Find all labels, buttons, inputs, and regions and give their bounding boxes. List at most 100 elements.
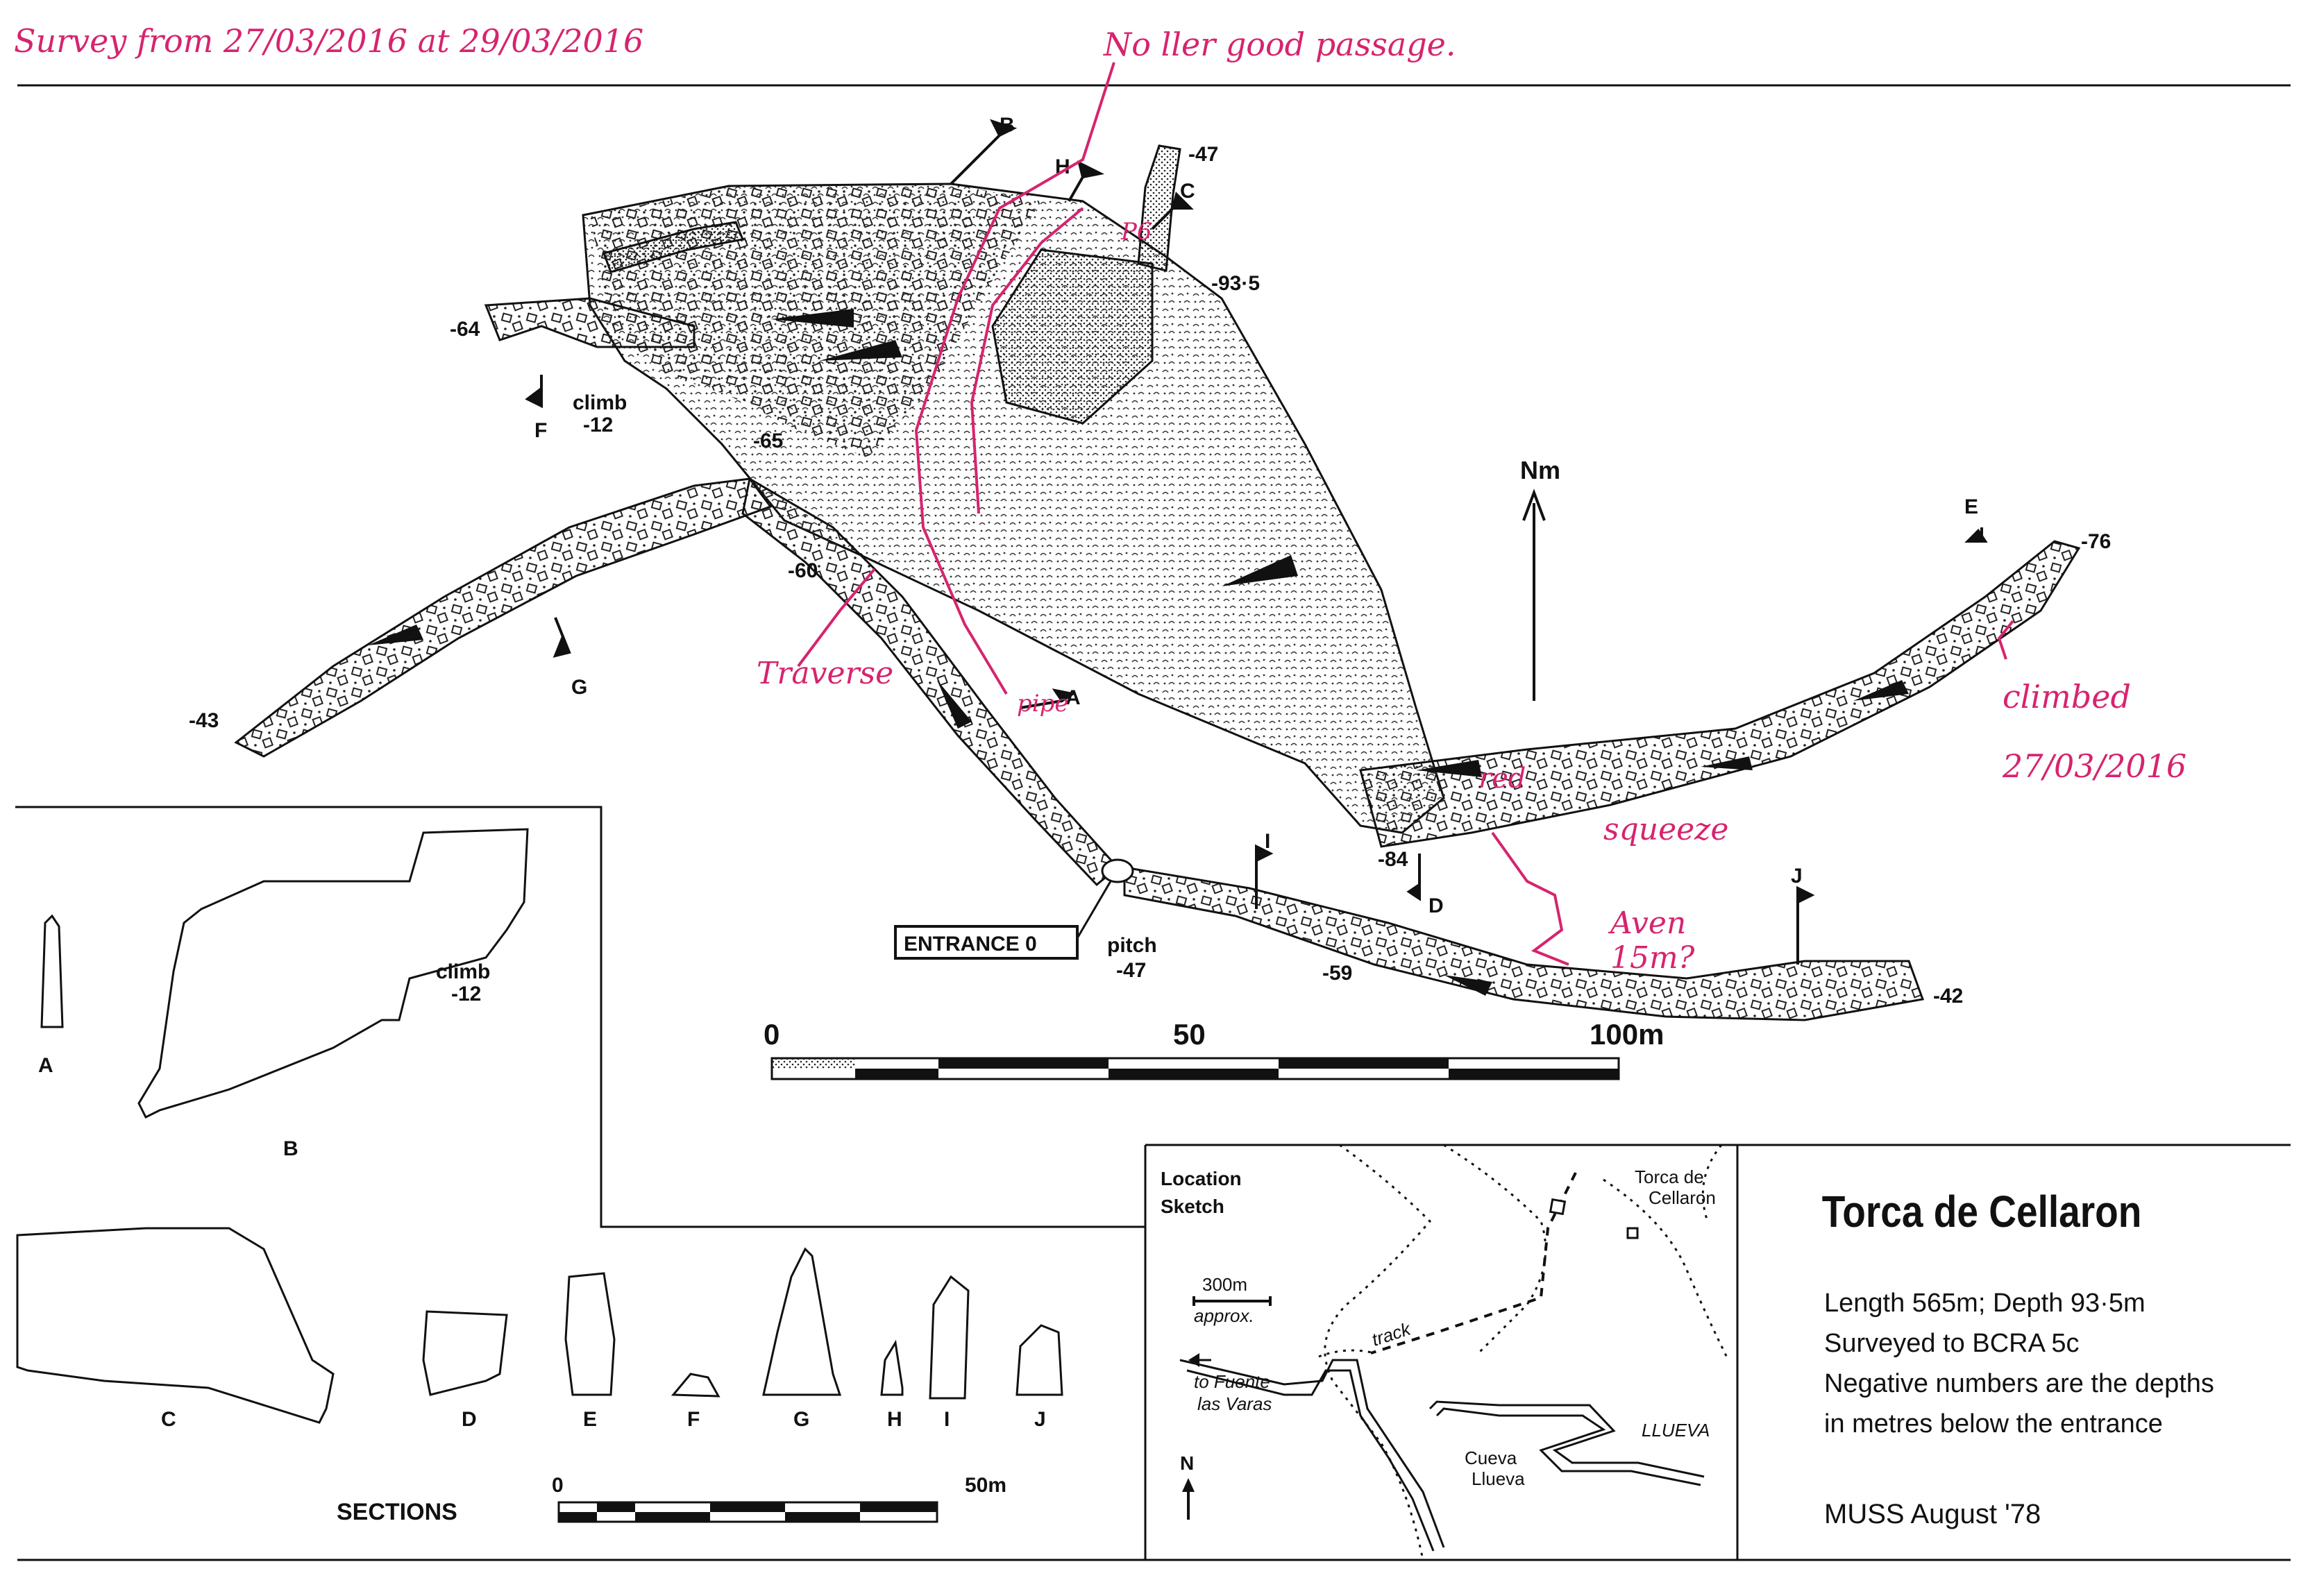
aven-note: Aven: [1608, 906, 1686, 941]
p6-note: P6: [1120, 218, 1152, 246]
depth-label: -47: [1188, 143, 1218, 166]
section-climb-depth: -12: [451, 983, 481, 1005]
depth-label: -93·5: [1211, 272, 1260, 295]
section-letter: E: [583, 1408, 597, 1431]
section-climb-label: climb: [436, 960, 490, 983]
page-frame: [15, 84, 2291, 1561]
section-letter: I: [944, 1408, 950, 1431]
depth-label: -65: [753, 430, 783, 452]
pitch-label: pitch: [1107, 934, 1157, 957]
sections-heading: SECTIONS: [337, 1499, 457, 1525]
section-e: [564, 1272, 616, 1396]
section-a: [40, 914, 64, 1028]
section-i: [929, 1275, 970, 1400]
pitch-depth: -47: [1116, 959, 1146, 982]
location-fuente-2: las Varas: [1197, 1393, 1272, 1414]
section-letter: H: [887, 1408, 902, 1431]
sections-scale-bar: [557, 1501, 938, 1523]
traverse-note: Traverse: [757, 656, 893, 691]
sections-scale-0: 0: [552, 1474, 564, 1497]
info-box: Torca de Cellaron Length 565m; Depth 93·…: [1822, 1187, 2214, 1529]
sections-scale-50: 50m: [965, 1474, 1006, 1497]
section-j: [1015, 1324, 1063, 1396]
section-letters: A B C D E F G H I J climb -12: [38, 960, 1046, 1431]
section-letter: D: [462, 1408, 477, 1431]
section-g: [762, 1247, 842, 1396]
section-d: [422, 1310, 508, 1396]
depth-label: -43: [189, 709, 219, 732]
northwest-tube: [602, 221, 745, 273]
marker-b: B: [1000, 114, 1015, 137]
depth-label: -84: [1378, 848, 1408, 871]
marker-g: G: [571, 676, 587, 699]
east-passage: [1359, 540, 2081, 848]
north-label: Nm: [1520, 456, 1560, 484]
location-cueva-2: Llueva: [1472, 1468, 1525, 1489]
section-h: [880, 1339, 904, 1396]
section-profiles: [16, 828, 1063, 1424]
info-line-3: Negative numbers are the depths: [1824, 1369, 2214, 1398]
marker-a: A: [1065, 686, 1081, 709]
info-line-2: Surveyed to BCRA 5c: [1824, 1329, 2080, 1358]
entrance-passage: [741, 477, 1120, 887]
entrance-label: ENTRANCE 0: [904, 933, 1037, 956]
location-north-icon: [1182, 1478, 1195, 1520]
location-scale-label: 300m: [1202, 1274, 1247, 1295]
climbed-date: 27/03/2016: [2002, 747, 2186, 785]
plan-scale-bar: [770, 1057, 1620, 1080]
depth-label: -76: [2081, 530, 2111, 553]
location-torca-2: Cellaron: [1649, 1187, 1716, 1208]
section-c: [16, 1227, 335, 1424]
aven-depth-note: 15m?: [1610, 940, 1695, 976]
section-b: [137, 828, 529, 1119]
marker-f: F: [534, 419, 547, 442]
north-arrow-icon: [1522, 489, 1546, 701]
no-passage-note: No ller good passage.: [1103, 26, 1456, 63]
section-letter: A: [38, 1054, 53, 1077]
section-letter: G: [793, 1408, 809, 1431]
plan-scale-50: 50: [1173, 1018, 1206, 1051]
location-sketch: [1179, 1144, 1730, 1561]
slope-arrows: [368, 309, 1909, 996]
location-north: N: [1180, 1452, 1194, 1474]
handwritten-notes: Survey from 27/03/2016 at 29/03/2016 No …: [14, 22, 2186, 976]
survey-title: Torca de Cellaron: [1822, 1187, 2142, 1237]
west-passage: [484, 297, 696, 348]
cave-plan: [234, 144, 2081, 1021]
marker-d: D: [1428, 894, 1444, 917]
entrance-box: [894, 925, 1079, 960]
depth-label: -42: [1933, 985, 1963, 1008]
southwest-branch: [234, 477, 773, 758]
southeast-passage: [1123, 866, 1925, 1021]
marker-i: I: [1265, 830, 1270, 853]
section-letter: J: [1034, 1408, 1046, 1431]
climb-label: climb: [573, 391, 627, 414]
location-track: track: [1369, 1318, 1415, 1350]
north-shaft: [1137, 144, 1181, 272]
location-labels: Location Sketch 300m approx. track to Fu…: [1161, 1166, 1716, 1489]
depth-label: -60: [788, 559, 818, 582]
marker-j: J: [1791, 865, 1803, 888]
location-heading-1: Location: [1161, 1168, 1242, 1189]
plan-scale-0: 0: [764, 1018, 779, 1051]
location-cueva-1: Cueva: [1465, 1448, 1517, 1468]
section-markers: B H C F G A D E I J: [525, 114, 1988, 965]
plan-scale-100: 100m: [1590, 1018, 1664, 1051]
location-torca-1: Torca de: [1635, 1166, 1704, 1187]
location-fuente-1: to Fuente: [1194, 1371, 1270, 1392]
section-f: [671, 1373, 720, 1398]
plan-labels: -47 -93·5 -64 -65 -60 -43 -76 -84 -59 -4…: [189, 143, 2111, 1008]
depth-label: -59: [1322, 962, 1352, 985]
info-line-1: Length 565m; Depth 93·5m: [1824, 1289, 2146, 1318]
depth-label: -64: [450, 318, 480, 341]
section-letter: B: [283, 1137, 298, 1160]
section-letter: F: [687, 1408, 700, 1431]
info-line-4: in metres below the entrance: [1824, 1409, 2163, 1438]
entrance-leader: [1076, 881, 1112, 939]
climbed-note: climbed: [2003, 678, 2131, 715]
pipe-note: pipe: [1017, 690, 1069, 718]
entrance-shaft: [1101, 858, 1134, 883]
squeeze-note: squeeze: [1603, 812, 1728, 847]
survey-note: Survey from 27/03/2016 at 29/03/2016: [14, 22, 643, 60]
